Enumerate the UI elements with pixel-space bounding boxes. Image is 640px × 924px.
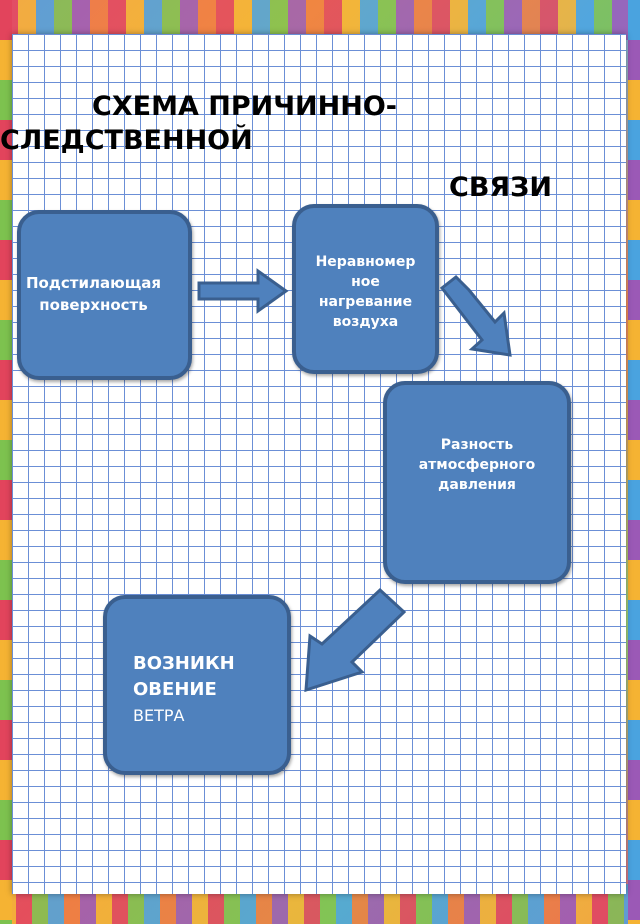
node-wind-emergence: ВОЗНИКН ОВЕНИЕ ВЕТРА	[103, 595, 291, 775]
decorative-border-right	[628, 0, 640, 924]
node-label: Разность атмосферного давления	[418, 437, 536, 493]
decorative-border-left	[0, 0, 12, 924]
decorative-pencils-top	[0, 0, 640, 40]
node-uneven-heating: Неравномер ное нагревание воздуха	[292, 204, 439, 374]
node-label: ВОЗНИКН ОВЕНИЕ ВЕТРА	[133, 653, 235, 725]
node-pressure-difference: Разность атмосферного давления	[383, 381, 571, 584]
node-underlying-surface: Подстилающая поверхность	[17, 210, 192, 380]
diagram-title-continued: СВЯЗИ	[449, 172, 552, 203]
node-label: Подстилающая поверхность	[25, 274, 162, 314]
diagram-title: СХЕМА ПРИЧИННО-СЛЕДСТВЕННОЙ	[0, 91, 397, 156]
node-label: Неравномер ное нагревание воздуха	[315, 254, 416, 330]
